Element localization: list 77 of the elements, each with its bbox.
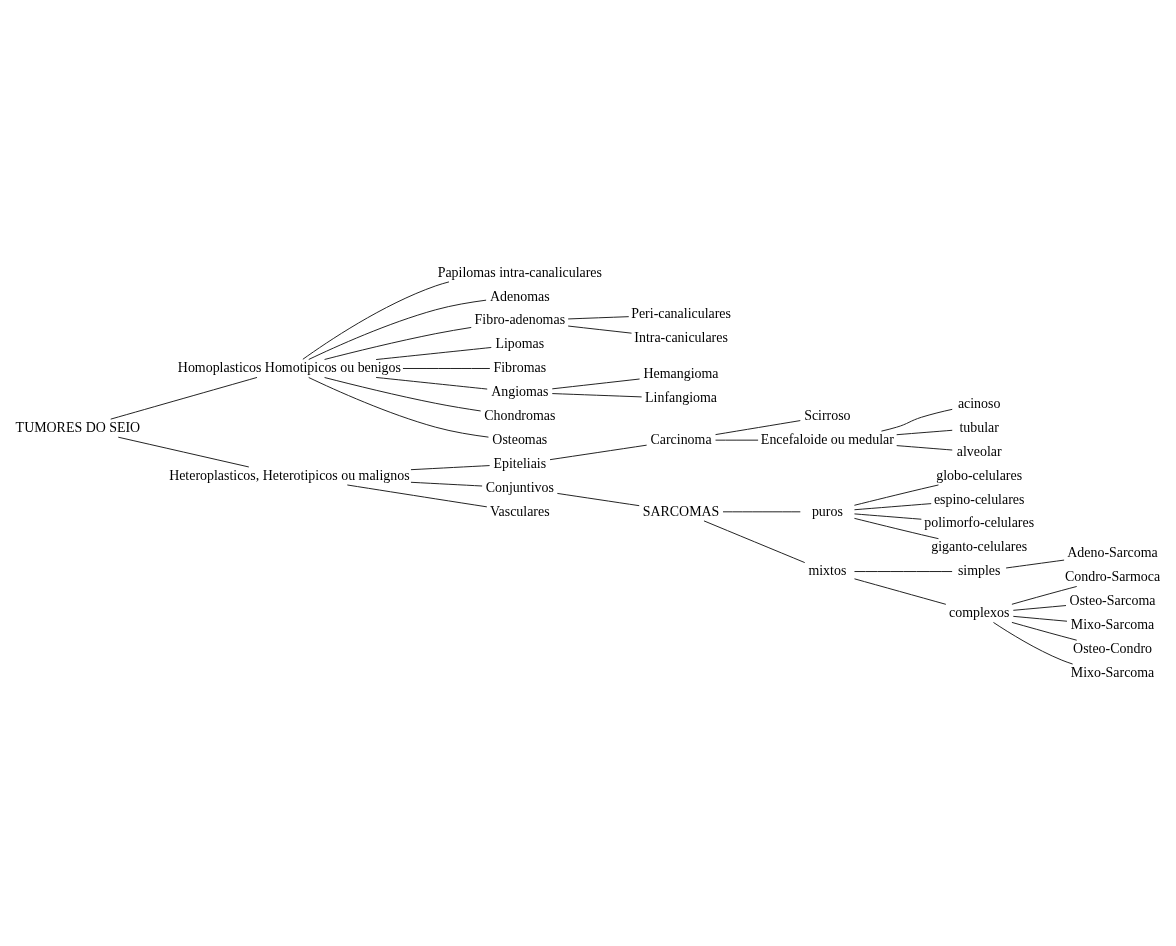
node-text: simples (957, 563, 1001, 579)
connector (308, 377, 489, 438)
connector (715, 420, 801, 436)
connector (551, 378, 641, 390)
connector (853, 517, 939, 540)
connector (715, 439, 759, 441)
node-text: Angiomas (491, 384, 549, 400)
connector (703, 520, 806, 564)
node-text: Adenomas (490, 288, 550, 304)
node-text: Osteo-Condro (1073, 640, 1152, 656)
node-text: Fibromas (493, 360, 547, 376)
node-text: Chondromas (484, 407, 556, 423)
connector (1012, 605, 1067, 611)
connector (1012, 615, 1068, 622)
node-text: Heteroplasticos, Heterotipicos ou malignos (169, 467, 410, 483)
connector (896, 445, 953, 451)
node-text: Condro-Sarmoca (1064, 569, 1161, 585)
node-text: Papilomas intra-canaliculares (437, 264, 602, 280)
connector (375, 376, 488, 390)
node-text: globo-celulares (936, 467, 1023, 483)
node-text: Carcinoma (650, 431, 712, 447)
connector (896, 429, 953, 436)
node-text: complexos (949, 605, 1010, 621)
node-text: Fibro-adenomas (474, 312, 566, 328)
node-text: Encefaloide ou medular (760, 431, 894, 447)
connector (992, 621, 1074, 665)
connector (880, 408, 953, 432)
node-text: alveolar (956, 443, 1002, 459)
node-text: Mixo-Sarcoma (1070, 664, 1155, 680)
connector (346, 484, 488, 508)
connector (117, 436, 250, 468)
connector (324, 326, 472, 360)
connector (1005, 559, 1065, 569)
node-text: Peri-canaliculares (631, 306, 731, 322)
node-text: espino-celulares (933, 491, 1025, 507)
node-text: acinoso (957, 396, 1001, 412)
connector (853, 571, 953, 573)
connector (853, 578, 947, 605)
connector (556, 492, 640, 507)
node-text: Mixo-Sarcoma (1070, 616, 1155, 632)
connector (567, 325, 633, 334)
node-text: SARCOMAS (642, 503, 720, 519)
connector (567, 316, 630, 320)
connector (853, 503, 932, 511)
node-text: Scirroso (804, 407, 851, 423)
connector (410, 481, 483, 487)
node-text: Osteomas (492, 431, 548, 447)
node-text: Lipomas (495, 336, 545, 352)
node-text: Adeno-Sarcoma (1067, 545, 1158, 561)
node-text: giganto-celulares (931, 539, 1028, 555)
connector (410, 465, 491, 471)
connector (308, 299, 487, 360)
node-text: Epiteliais (493, 455, 547, 471)
connector (853, 484, 939, 506)
node-text: Hemangioma (643, 366, 719, 382)
node-text: Linfangioma (645, 390, 718, 406)
connector (853, 513, 922, 520)
connector (722, 511, 801, 513)
node-text: Osteo-Sarcoma (1069, 593, 1156, 609)
node-text: mixtos (808, 563, 847, 579)
node-text: Intra-caniculares (634, 330, 728, 346)
node-text: Homoplasticos Homotipicos ou benigos (177, 360, 401, 376)
node-text: tubular (959, 419, 999, 435)
connector (551, 393, 643, 398)
connector (1011, 621, 1078, 641)
node-text: puros (811, 503, 843, 519)
connector (402, 368, 491, 369)
node-text: Conjuntivos (485, 479, 554, 495)
connector (549, 444, 648, 461)
connector (110, 376, 258, 420)
connector (324, 377, 482, 412)
node-text: polimorfo-celulares (924, 515, 1035, 531)
connector (302, 281, 450, 360)
connector (375, 347, 492, 361)
node-text: TUMORES DO SEIO (15, 419, 141, 435)
node-text: Vasculares (490, 503, 550, 519)
connector (1011, 586, 1078, 605)
